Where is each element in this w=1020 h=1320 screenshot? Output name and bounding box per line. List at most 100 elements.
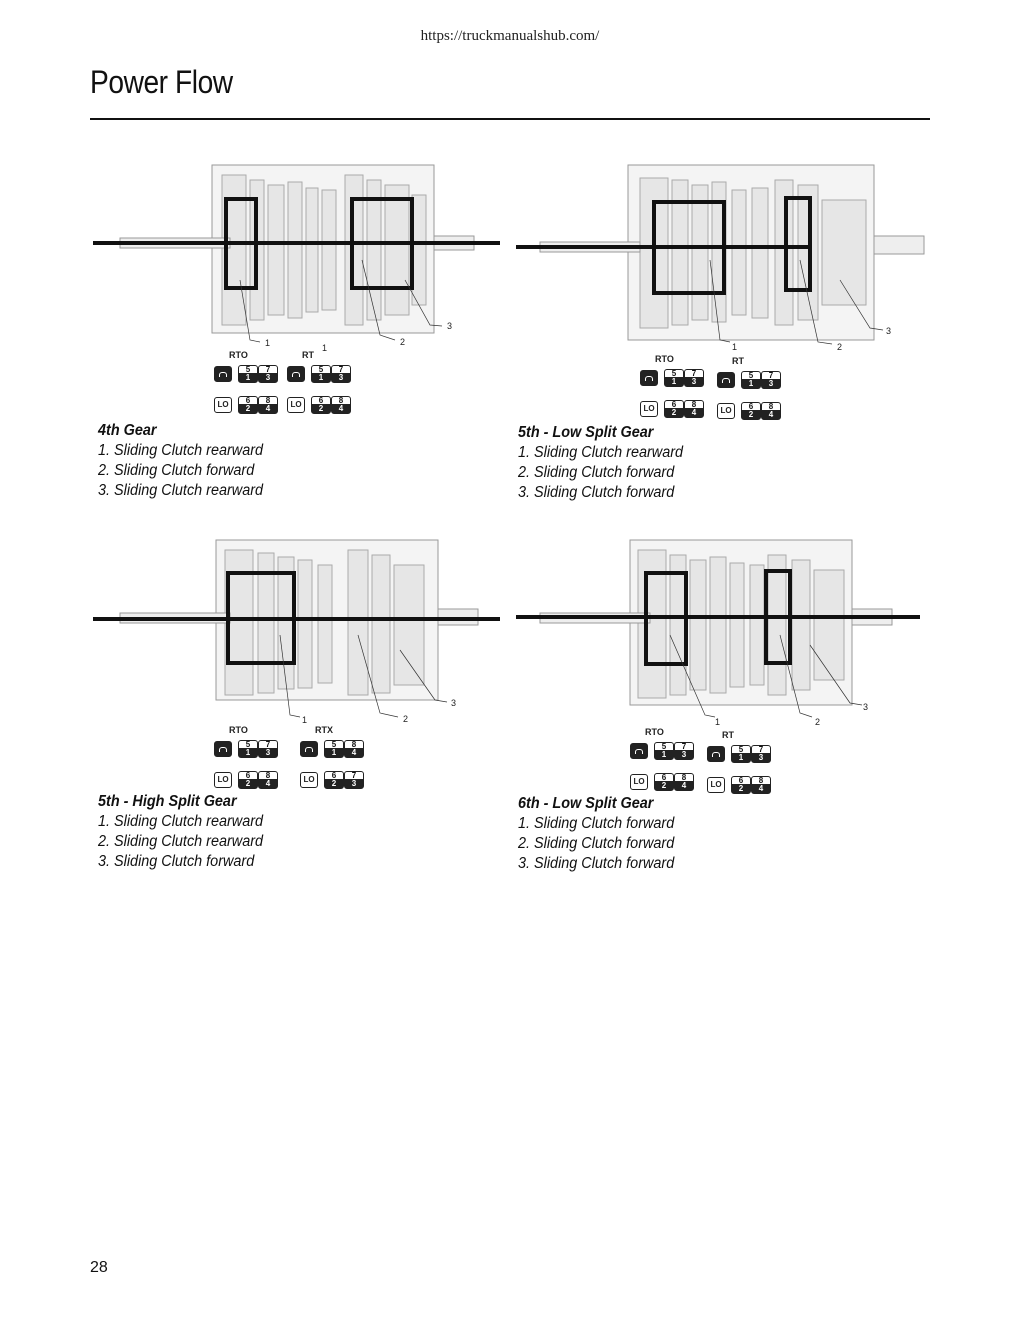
- gear-key-upper: 8: [762, 403, 780, 411]
- gear-key-upper: 5: [239, 741, 257, 749]
- source-url[interactable]: https://truckmanualshub.com/: [420, 28, 600, 44]
- gear-key-lower: 2: [661, 781, 667, 790]
- caption-step: 1. Sliding Clutch rearward: [98, 442, 264, 459]
- gear-key-lower: 2: [245, 404, 251, 413]
- gear-key-upper: 7: [762, 372, 780, 380]
- lo-range-key: LO: [717, 403, 735, 419]
- svg-text:1: 1: [322, 343, 327, 353]
- caption-step: 1. Sliding Clutch rearward: [518, 444, 684, 461]
- shift-pattern-label: RTX: [315, 725, 333, 735]
- svg-text:3: 3: [447, 321, 452, 331]
- gear-key-upper: 8: [752, 777, 770, 785]
- caption-step: 2. Sliding Clutch forward: [98, 462, 255, 479]
- gear-key-lower: 3: [768, 379, 774, 388]
- gear-key-lower: 2: [331, 779, 337, 788]
- gear-key-lower: 1: [318, 373, 324, 382]
- gear-key-lower: 4: [351, 748, 357, 757]
- range-splitter-key: [214, 741, 232, 757]
- gear-key-upper: 7: [259, 366, 277, 374]
- gear-key-upper: 5: [665, 370, 683, 378]
- gear-key-upper: 8: [345, 741, 363, 749]
- transmission-diagram: 1 2 3: [93, 539, 500, 725]
- shift-pattern-label: RT: [302, 350, 314, 360]
- gear-key-lower: 4: [265, 404, 271, 413]
- gear-key-lower: 3: [338, 373, 344, 382]
- svg-text:3: 3: [863, 702, 868, 712]
- range-splitter-key: [214, 366, 232, 382]
- gear-key-upper: 8: [675, 774, 693, 782]
- gear-key-lower: 1: [245, 748, 251, 757]
- gear-key-lower: 1: [748, 379, 754, 388]
- caption-5th-low-split: 5th - Low Split Gear 1. Sliding Clutch r…: [518, 423, 683, 503]
- gear-key-upper: 6: [742, 403, 760, 411]
- gear-key-upper: 5: [325, 741, 343, 749]
- gear-key-lower: 2: [671, 408, 677, 417]
- caption-step: 1. Sliding Clutch forward: [518, 815, 675, 832]
- gear-key-upper: 7: [332, 366, 350, 374]
- gear-key-lower: 1: [671, 377, 677, 386]
- shift-pattern-label: RTO: [645, 727, 664, 737]
- caption-heading: 6th - Low Split Gear: [518, 795, 654, 812]
- gear-key-upper: 6: [325, 772, 343, 780]
- gear-key-lower: 3: [681, 750, 687, 759]
- gear-key-upper: 8: [685, 401, 703, 409]
- caption-6th-low-split: 6th - Low Split Gear 1. Sliding Clutch f…: [518, 794, 674, 874]
- gear-key-lower: 2: [738, 784, 744, 793]
- gear-key-lower: 3: [265, 748, 271, 757]
- svg-text:2: 2: [403, 714, 408, 724]
- caption-step: 2. Sliding Clutch forward: [518, 835, 675, 852]
- transmission-diagram: 1 1 2 3: [93, 164, 500, 353]
- svg-text:2: 2: [400, 337, 405, 347]
- transmission-diagram: 1 2 3: [516, 164, 925, 352]
- gear-key-upper: 8: [259, 772, 277, 780]
- gear-key-upper: 7: [345, 772, 363, 780]
- svg-text:1: 1: [265, 338, 270, 348]
- gear-key-upper: 6: [732, 777, 750, 785]
- gear-key-upper: 6: [655, 774, 673, 782]
- gear-key-upper: 6: [665, 401, 683, 409]
- gear-key-upper: 5: [742, 372, 760, 380]
- svg-text:2: 2: [837, 342, 842, 352]
- svg-text:1: 1: [732, 342, 737, 352]
- lo-range-key: LO: [214, 397, 232, 413]
- gear-key-lower: 4: [768, 410, 774, 419]
- svg-text:2: 2: [815, 717, 820, 727]
- gear-key-upper: 5: [655, 743, 673, 751]
- gear-key-upper: 7: [259, 741, 277, 749]
- shift-pattern-label: RT: [732, 356, 744, 366]
- gear-key-upper: 6: [239, 397, 257, 405]
- caption-step: 1. Sliding Clutch rearward: [98, 813, 264, 830]
- gear-key-lower: 3: [351, 779, 357, 788]
- gear-key-lower: 3: [691, 377, 697, 386]
- gear-key-upper: 5: [732, 746, 750, 754]
- transmission-diagram: 1 2 3: [516, 539, 920, 727]
- caption-4th-gear: 4th Gear 1. Sliding Clutch rearward 2. S…: [98, 421, 263, 501]
- lo-range-key: LO: [214, 772, 232, 788]
- gear-key-lower: 1: [245, 373, 251, 382]
- gear-key-lower: 4: [681, 781, 687, 790]
- svg-text:3: 3: [886, 326, 891, 336]
- gear-key-upper: 6: [239, 772, 257, 780]
- caption-step: 2. Sliding Clutch rearward: [98, 833, 264, 850]
